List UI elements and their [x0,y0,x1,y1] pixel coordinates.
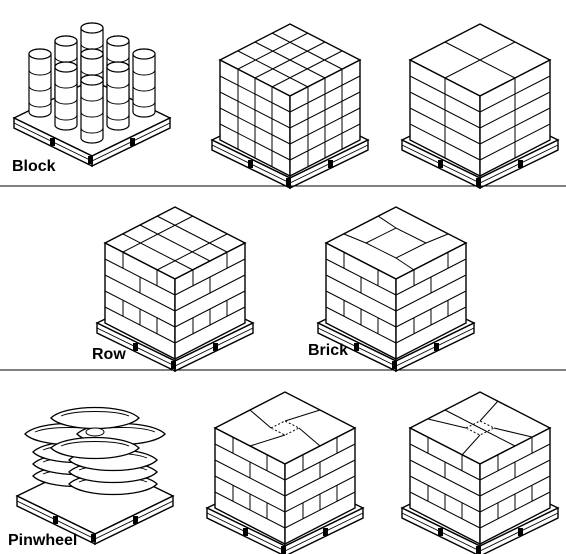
pinwheel-boxes-pallet-1 [207,392,363,554]
block-boxes-pallet-1 [212,24,368,188]
block-boxes-pallet-2 [402,24,558,188]
label-brick: Brick [308,342,348,360]
label-block: Block [12,158,56,176]
block-drums-pallet [14,23,170,166]
label-row: Row [92,346,126,364]
pinwheel-boxes-pallet-2 [402,392,558,554]
label-pinwheel: Pinwheel [8,532,77,550]
pinwheel-bags-pallet [17,408,173,545]
